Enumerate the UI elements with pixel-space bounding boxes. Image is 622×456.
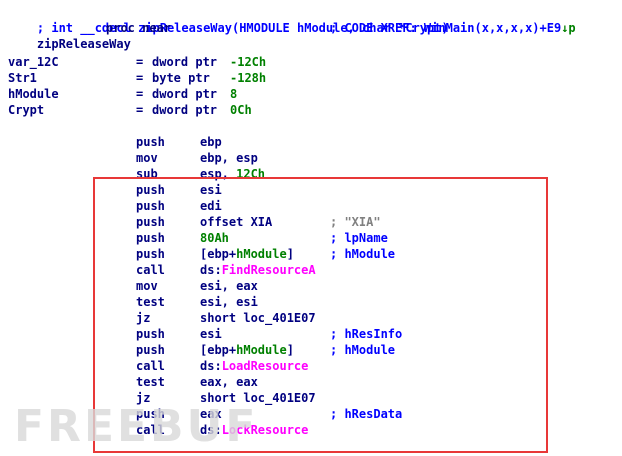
instruction-comment: ; "XIA" xyxy=(330,215,381,229)
operand-text: offset XIA xyxy=(200,215,273,229)
operand: eax, eax xyxy=(200,374,258,390)
operand: ebp xyxy=(200,134,222,150)
operand: ds:LockResource xyxy=(200,422,308,438)
signature-text: ; int __cdecl zipReleaseWay(HMODULE hMod… xyxy=(36,21,449,35)
operand: eax xyxy=(200,406,222,422)
stack-var-name[interactable]: Str1 xyxy=(8,71,37,85)
operand: offset XIA xyxy=(200,214,272,230)
operand: 80Ah xyxy=(200,230,229,246)
stack-var-equals: = xyxy=(136,55,144,69)
mnemonic: call xyxy=(136,263,165,277)
mnemonic: jz xyxy=(136,311,151,325)
operand-text: [ebp+ xyxy=(200,343,237,357)
mnemonic: test xyxy=(136,375,165,389)
stack-var-offset: -12Ch xyxy=(230,55,267,69)
stack-var-equals: = xyxy=(136,103,144,117)
operand-suffix: ] xyxy=(286,247,294,261)
operand-text: [ebp+ xyxy=(200,247,237,261)
stack-var-type: dword ptr xyxy=(152,87,218,101)
proc-decl: proc near xyxy=(106,21,172,35)
operand: esi xyxy=(200,182,222,198)
symbol-reference[interactable]: hModule xyxy=(236,247,287,261)
instruction-comment: ; hResData xyxy=(330,407,403,421)
mnemonic: push xyxy=(136,215,165,229)
symbol-reference[interactable]: hModule xyxy=(236,343,287,357)
mnemonic: push xyxy=(136,247,165,261)
mnemonic: test xyxy=(136,295,165,309)
operand-text: esi, esi xyxy=(200,295,258,309)
operand: esi, eax xyxy=(200,278,258,294)
mnemonic: push xyxy=(136,183,165,197)
mnemonic: mov xyxy=(136,151,158,165)
operand-text: short loc_401E07 xyxy=(200,311,316,325)
mnemonic: push xyxy=(136,407,165,421)
stack-var-offset: 8 xyxy=(230,87,238,101)
operand-suffix: ] xyxy=(286,343,294,357)
instruction-comment: ; hModule xyxy=(330,343,396,357)
operand-text: ds: xyxy=(200,423,222,437)
operand: [ebp+hModule] xyxy=(200,342,294,358)
mnemonic: push xyxy=(136,199,165,213)
instruction-comment: ; lpName xyxy=(330,231,388,245)
api-reference[interactable]: FindResourceA xyxy=(221,263,316,277)
operand: ds:FindResourceA xyxy=(200,262,316,278)
operand-text: short loc_401E07 xyxy=(200,391,316,405)
numeric-operand[interactable]: 80Ah xyxy=(200,231,229,245)
operand: esi xyxy=(200,326,222,342)
stack-var-type: dword ptr xyxy=(152,55,218,69)
stack-var-name[interactable]: var_12C xyxy=(8,55,59,69)
xref-arrow-icon: ↓p xyxy=(561,21,576,35)
operand: esi, esi xyxy=(200,294,258,310)
operand-text: esi xyxy=(200,183,222,197)
proc-header: zipReleaseWay proc near ; CODE XREF: WinMa… xyxy=(8,20,576,51)
operand-text: eax, eax xyxy=(200,375,258,389)
stack-var-name[interactable]: Crypt xyxy=(8,103,45,117)
watermark-logo: FREEBUF xyxy=(14,401,259,452)
operand: [ebp+hModule] xyxy=(200,246,294,262)
operand-text: eax xyxy=(200,407,222,421)
operand: short loc_401E07 xyxy=(200,390,316,406)
operand-text: ebp xyxy=(200,135,222,149)
operand-text: ds: xyxy=(200,263,222,277)
operand-text: ds: xyxy=(200,359,222,373)
proc-name[interactable]: zipReleaseWay xyxy=(36,37,131,51)
mnemonic: push xyxy=(136,231,165,245)
stack-var-offset: 0Ch xyxy=(230,103,252,117)
operand: short loc_401E07 xyxy=(200,310,316,326)
api-reference[interactable]: LockResource xyxy=(221,423,309,437)
stack-var-equals: = xyxy=(136,87,144,101)
instruction-comment: ; hModule xyxy=(330,247,396,261)
mnemonic: push xyxy=(136,327,165,341)
api-reference[interactable]: LoadResource xyxy=(221,359,309,373)
mnemonic: call xyxy=(136,359,165,373)
mnemonic: mov xyxy=(136,279,158,293)
operand-text: ebp, esp xyxy=(200,151,258,165)
operand-text: esi xyxy=(200,327,222,341)
operand: edi xyxy=(200,198,222,214)
stack-var-type: dword ptr xyxy=(152,103,218,117)
highlight-box xyxy=(93,177,548,453)
mnemonic: jz xyxy=(136,391,151,405)
stack-var-name[interactable]: hModule xyxy=(8,87,59,101)
operand-text: edi xyxy=(200,199,222,213)
mnemonic: call xyxy=(136,423,165,437)
operand: ds:LoadResource xyxy=(200,358,308,374)
operand: ebp, esp xyxy=(200,150,258,166)
stack-var-equals: = xyxy=(136,71,144,85)
xref-text[interactable]: ; CODE XREF: WinMain(x,x,x,x)+E9 xyxy=(330,21,562,35)
stack-var-offset: -128h xyxy=(230,71,267,85)
stack-var-type: byte ptr xyxy=(152,71,210,85)
function-signature-comment: ; int __cdecl zipReleaseWay(HMODULE hMod… xyxy=(8,4,449,35)
operand-text: esi, eax xyxy=(200,279,258,293)
mnemonic: push xyxy=(136,135,165,149)
instruction-comment: ; hResInfo xyxy=(330,327,403,341)
mnemonic: push xyxy=(136,343,165,357)
xref-comment: ; CODE XREF: WinMain(x,x,x,x)+E9↓p xyxy=(330,20,576,36)
